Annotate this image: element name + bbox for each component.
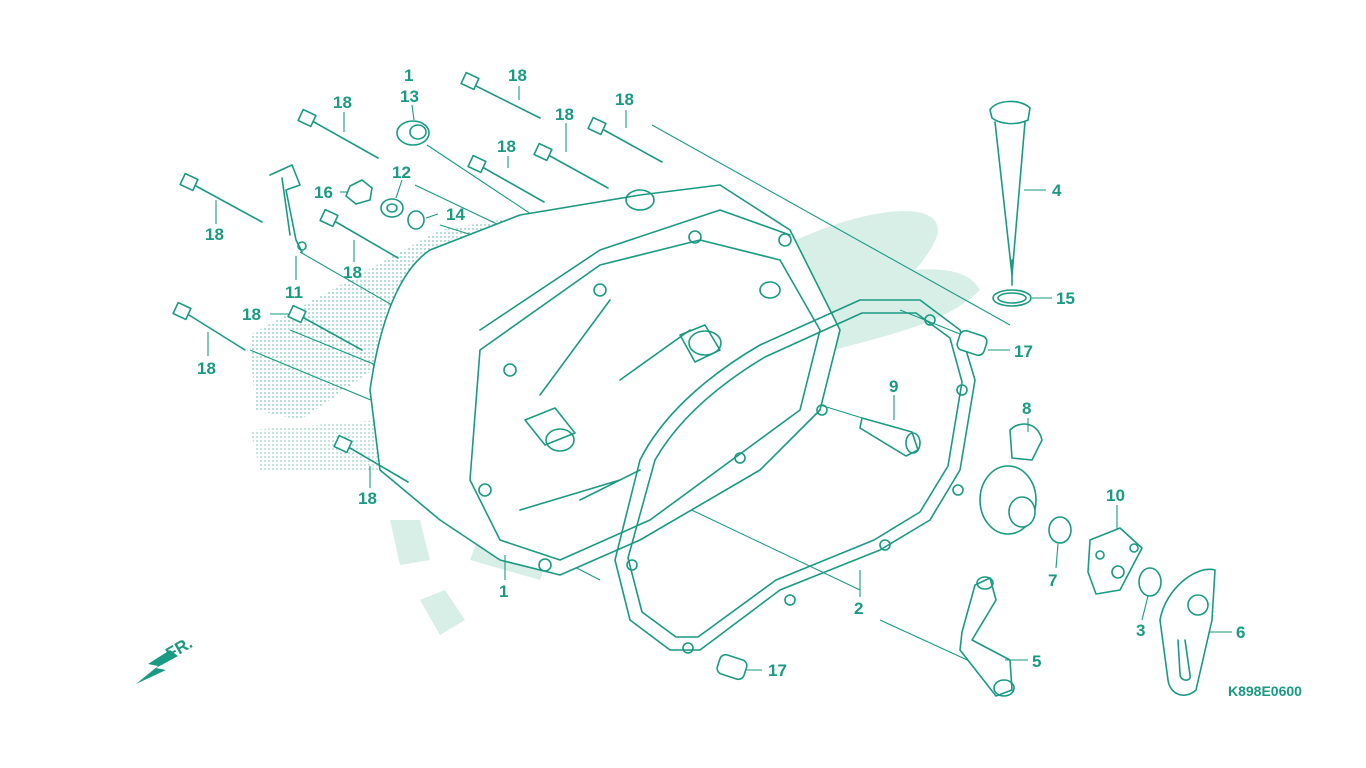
callout-1-top: 1 bbox=[404, 66, 413, 85]
bolt bbox=[460, 71, 541, 119]
lifter-arm bbox=[959, 577, 1013, 697]
bolt bbox=[333, 434, 409, 483]
callout-18: 18 bbox=[205, 225, 224, 244]
callout-18: 18 bbox=[508, 66, 527, 85]
front-arrow: FR. bbox=[136, 633, 196, 684]
dowel-pin bbox=[716, 653, 748, 681]
bolts bbox=[172, 71, 663, 483]
callout-18: 18 bbox=[615, 90, 634, 109]
callout-17-top: 17 bbox=[1014, 342, 1033, 361]
bolt bbox=[533, 142, 609, 189]
small-parts bbox=[269, 100, 1216, 697]
dipstick-o-ring bbox=[992, 289, 1032, 307]
callout-18: 18 bbox=[555, 105, 574, 124]
callout-stubs bbox=[207, 86, 1232, 671]
callout-15: 15 bbox=[1056, 289, 1075, 308]
diagram-code: K898E0600 bbox=[1228, 683, 1302, 699]
dowel-pin bbox=[956, 329, 988, 357]
bolt bbox=[179, 172, 263, 223]
shaft bbox=[859, 417, 919, 457]
bolt bbox=[297, 108, 379, 159]
callout-18: 18 bbox=[242, 305, 261, 324]
callout-labels: 1 13 12 14 16 11 18 18 18 18 18 18 18 18… bbox=[197, 66, 1245, 680]
callout-18: 18 bbox=[343, 263, 362, 282]
callout-3: 3 bbox=[1136, 621, 1145, 640]
o-ring bbox=[407, 210, 425, 230]
lever-plate bbox=[1159, 568, 1216, 696]
small-o-ring bbox=[1138, 567, 1162, 597]
callout-8: 8 bbox=[1022, 399, 1031, 418]
callout-16: 16 bbox=[314, 183, 333, 202]
callout-1-bottom: 1 bbox=[499, 582, 508, 601]
bolt bbox=[467, 154, 545, 203]
bolt bbox=[319, 208, 399, 259]
callout-10: 10 bbox=[1106, 486, 1125, 505]
gasket bbox=[614, 299, 976, 654]
callout-4: 4 bbox=[1052, 181, 1062, 200]
oil-seal bbox=[396, 120, 430, 146]
washer bbox=[380, 198, 404, 218]
bolt bbox=[287, 304, 363, 351]
bushing bbox=[1048, 516, 1072, 544]
bolt bbox=[587, 116, 663, 163]
callout-18: 18 bbox=[333, 93, 352, 112]
callout-11: 11 bbox=[285, 283, 303, 302]
callout-14: 14 bbox=[446, 205, 465, 224]
callout-6: 6 bbox=[1236, 623, 1245, 642]
nut bbox=[345, 179, 373, 205]
callout-2: 2 bbox=[854, 599, 863, 618]
callout-7: 7 bbox=[1048, 571, 1057, 590]
callout-13: 13 bbox=[400, 87, 419, 106]
callout-5: 5 bbox=[1032, 652, 1041, 671]
callout-12: 12 bbox=[392, 163, 411, 182]
callout-17-bottom: 17 bbox=[768, 661, 787, 680]
callout-18: 18 bbox=[358, 489, 377, 508]
cam-piece bbox=[1009, 423, 1043, 461]
bolt bbox=[172, 301, 246, 351]
callout-9: 9 bbox=[889, 377, 898, 396]
crankcase-cover bbox=[369, 184, 841, 576]
callout-18: 18 bbox=[197, 359, 216, 378]
bracket bbox=[269, 164, 303, 253]
dipstick-cap bbox=[989, 100, 1031, 125]
callout-18: 18 bbox=[497, 137, 516, 156]
plate bbox=[1087, 527, 1143, 595]
